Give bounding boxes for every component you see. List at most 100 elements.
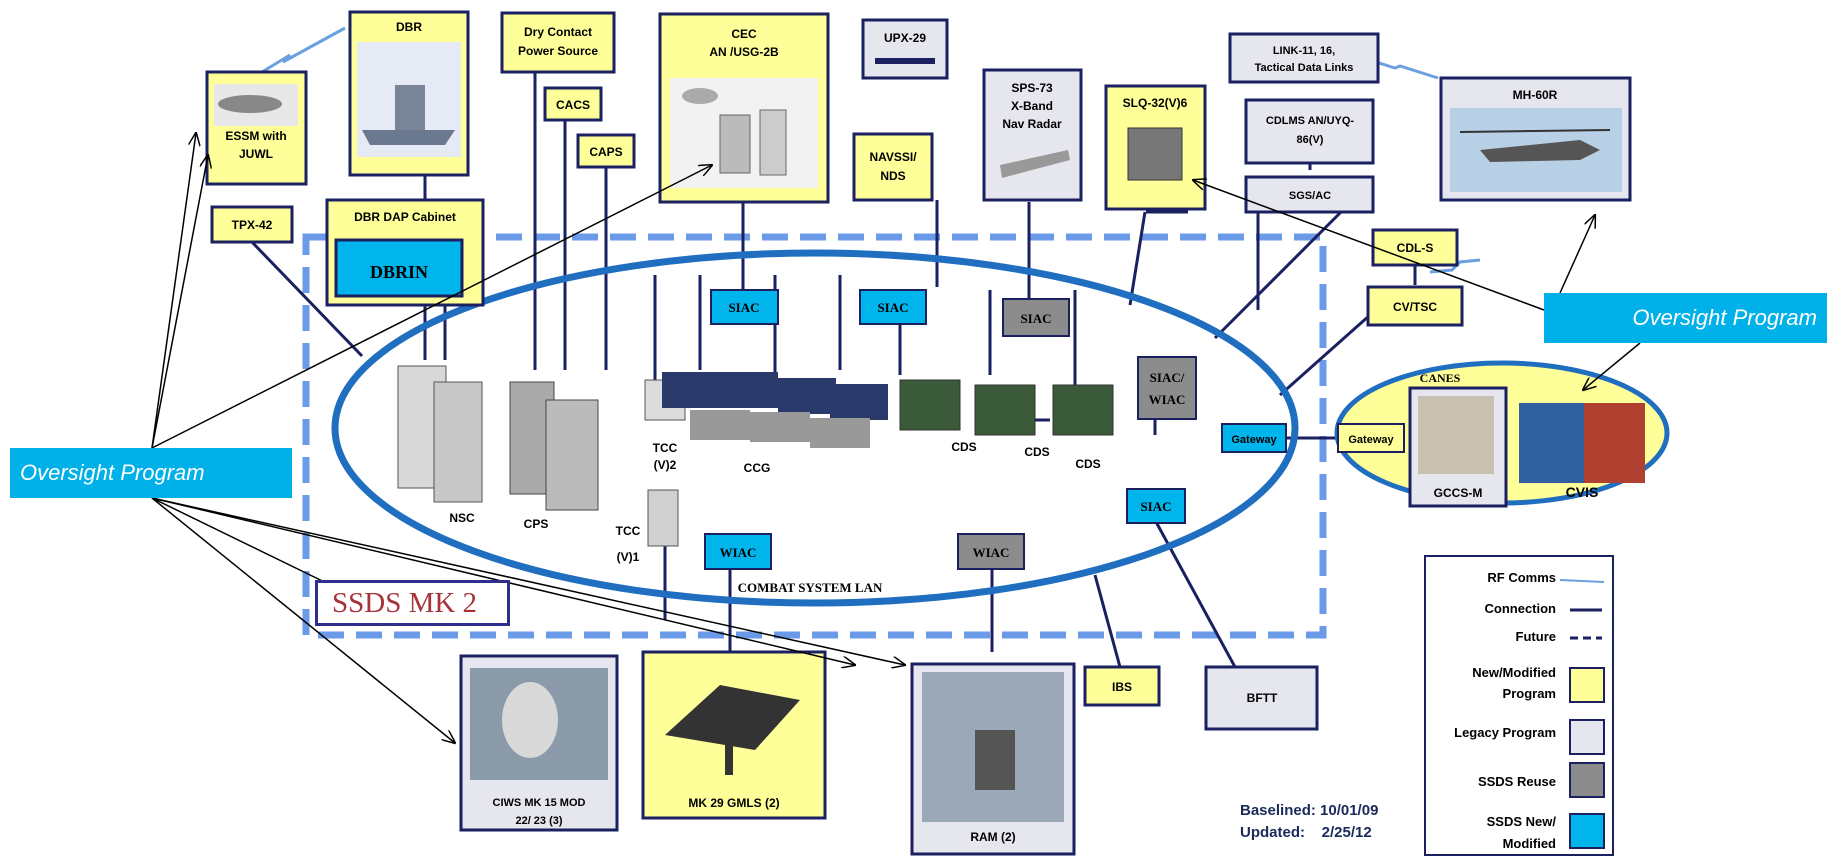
- baseline-info: Baselined: 10/01/09 Updated: 2/25/12: [1240, 800, 1378, 844]
- legend-ssds-new-label-2: Modified: [1503, 836, 1556, 851]
- tpx-label: TPX-42: [232, 218, 273, 232]
- cds-consoles: CDS CDS CDS: [899, 379, 1114, 471]
- siac-node-1[interactable]: SIAC: [710, 289, 779, 325]
- combat-system-lan-ellipse: [331, 249, 1299, 607]
- sps-label-3: Nav Radar: [1002, 117, 1062, 131]
- navssi-box[interactable]: NAVSSI/ NDS: [852, 132, 934, 202]
- siac-1-label: SIAC: [728, 300, 759, 315]
- ciws-box[interactable]: CIWS MK 15 MOD 22/ 23 (3): [459, 654, 619, 832]
- dry-contact-box[interactable]: Dry Contact Power Source: [500, 11, 616, 74]
- cdlms-label-2: 86(V): [1297, 134, 1324, 146]
- mh60r-label: MH-60R: [1513, 88, 1558, 102]
- gateway-right-label: Gateway: [1348, 434, 1394, 446]
- cds-1-label: CDS: [951, 440, 976, 454]
- tpx-box[interactable]: TPX-42: [210, 205, 294, 244]
- lan-label: COMBAT SYSTEM LAN: [738, 580, 883, 595]
- essm-label-1: ESSM with: [225, 129, 286, 143]
- sgsac-label: SGS/AC: [1289, 190, 1331, 202]
- mh60r-box[interactable]: MH-60R: [1439, 76, 1632, 202]
- cvtsc-label: CV/TSC: [1393, 300, 1437, 314]
- tcc-v1-label-1: TCC: [616, 524, 641, 538]
- oversight-program-callout-right: Oversight Program: [1544, 293, 1827, 343]
- cacs-label: CACS: [556, 98, 590, 112]
- mk29-box[interactable]: MK 29 GMLS (2): [641, 650, 827, 820]
- ccg-label: CCG: [744, 461, 771, 475]
- link-box[interactable]: LINK-11, 16, Tactical Data Links: [1228, 32, 1380, 84]
- siac-wiac-label-1: SIAC/: [1150, 370, 1185, 385]
- ram-label: RAM (2): [970, 830, 1015, 844]
- dbrin-label: DBRIN: [370, 262, 428, 282]
- ram-box[interactable]: RAM (2): [910, 662, 1076, 856]
- ccg-consoles: CCG TCC (V)2: [644, 372, 888, 475]
- legend-connection-label: Connection: [1485, 601, 1557, 616]
- cec-box[interactable]: CEC AN /USG-2B: [658, 12, 830, 204]
- siac-4-label: SIAC: [1140, 499, 1171, 514]
- gateway-left-label: Gateway: [1231, 434, 1277, 446]
- upx-label: UPX-29: [884, 31, 926, 45]
- siac-wiac-label-2: WIAC: [1149, 392, 1186, 407]
- sps-label-2: X-Band: [1011, 99, 1053, 113]
- legend-legacy-label: Legacy Program: [1454, 725, 1556, 740]
- slq-box[interactable]: SLQ-32(V)6: [1104, 84, 1207, 211]
- siac-2-label: SIAC: [877, 300, 908, 315]
- legend-reuse-label: SSDS Reuse: [1478, 774, 1556, 789]
- cec-label-1: CEC: [731, 27, 757, 41]
- siac-wiac-node[interactable]: SIAC/ WIAC: [1137, 356, 1197, 420]
- siac-node-4[interactable]: SIAC: [1126, 488, 1186, 524]
- cdls-box[interactable]: CDL-S: [1371, 228, 1459, 267]
- updated-date: Updated: 2/25/12: [1240, 824, 1372, 841]
- siac-node-2[interactable]: SIAC: [859, 289, 927, 325]
- cec-label-2: AN /USG-2B: [709, 45, 779, 59]
- dry-contact-label-2: Power Source: [518, 44, 598, 58]
- wiac-node-2[interactable]: WIAC: [957, 533, 1025, 570]
- dry-contact-label-1: Dry Contact: [524, 25, 592, 39]
- tcc-v2-label-1: TCC: [653, 441, 678, 455]
- dbr-dap-label: DBR DAP Cabinet: [354, 210, 456, 224]
- ibs-box[interactable]: IBS: [1083, 665, 1161, 707]
- sgsac-box[interactable]: SGS/AC: [1244, 175, 1375, 214]
- dbr-dap-box[interactable]: DBR DAP Cabinet DBRIN: [325, 198, 485, 307]
- nsc-label: NSC: [449, 511, 475, 525]
- siac-3-label: SIAC: [1020, 311, 1051, 326]
- essm-label-2: JUWL: [239, 147, 273, 161]
- cps-label: CPS: [524, 517, 549, 531]
- caps-box[interactable]: CAPS: [576, 133, 636, 169]
- upx-box[interactable]: UPX-29: [861, 18, 949, 80]
- oversight-program-callout-left: Oversight Program: [10, 448, 292, 498]
- cds-3-label: CDS: [1075, 457, 1100, 471]
- cdls-label: CDL-S: [1397, 241, 1434, 255]
- ssds-mk2-label: SSDS MK 2: [315, 580, 510, 626]
- canes-title: CANES: [1420, 371, 1461, 385]
- bftt-label: BFTT: [1247, 691, 1278, 705]
- cps-cabinets: CPS: [509, 381, 599, 531]
- cds-2-label: CDS: [1024, 445, 1049, 459]
- gccs-label: GCCS-M: [1434, 486, 1483, 500]
- cvtsc-box[interactable]: CV/TSC: [1366, 285, 1464, 327]
- ssds-boundary: [302, 233, 1327, 639]
- canes-group: CANES Gateway Gateway GCCS-M CVIS: [1221, 371, 1645, 508]
- link-label-2: Tactical Data Links: [1255, 62, 1354, 74]
- legend-rf-label: RF Comms: [1487, 570, 1556, 585]
- wiac-2-label: WIAC: [973, 545, 1010, 560]
- legend-new-label-1: New/Modified: [1472, 665, 1556, 680]
- wiac-node-1[interactable]: WIAC: [704, 533, 772, 570]
- essm-box[interactable]: ESSM with JUWL: [205, 70, 308, 186]
- legend-ssds-new-label-1: SSDS New/: [1487, 814, 1557, 829]
- slq-label: SLQ-32(V)6: [1123, 96, 1188, 110]
- bftt-box[interactable]: BFTT: [1204, 665, 1319, 731]
- cdlms-box[interactable]: CDLMS AN/UYQ- 86(V): [1244, 98, 1375, 165]
- cvis-label: CVIS: [1566, 484, 1599, 500]
- gateway-right[interactable]: [1337, 423, 1405, 453]
- caps-label: CAPS: [589, 145, 622, 159]
- sps-box[interactable]: SPS-73 X-Band Nav Radar: [982, 68, 1083, 202]
- dbr-label: DBR: [396, 20, 422, 34]
- ciws-label-1: CIWS MK 15 MOD: [493, 797, 586, 809]
- cdlms-label-1: CDLMS AN/UYQ-: [1266, 115, 1355, 127]
- cacs-box[interactable]: CACS: [543, 86, 603, 122]
- oversight-arrows: [151, 133, 1641, 743]
- tcc-v2-label-2: (V)2: [654, 458, 677, 472]
- gateway-left[interactable]: [1221, 423, 1287, 453]
- siac-node-3[interactable]: SIAC: [1002, 298, 1070, 337]
- legend-new-label-2: Program: [1503, 686, 1556, 701]
- dbr-box[interactable]: DBR: [348, 10, 470, 177]
